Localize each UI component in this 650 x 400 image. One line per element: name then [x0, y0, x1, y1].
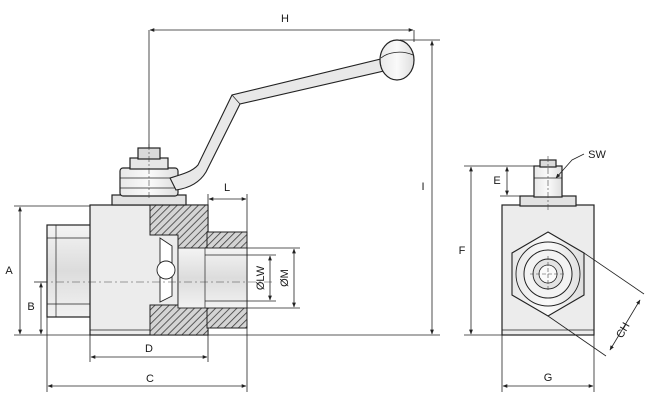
dimension-i-label: I [421, 181, 424, 193]
dimension-b: B [27, 281, 47, 335]
right-port [177, 231, 248, 329]
dimension-d-label: D [145, 343, 153, 355]
dimension-e-label: E [493, 175, 500, 187]
dimension-h-label: H [281, 13, 289, 25]
dimension-a-label: A [5, 265, 13, 277]
dimension-e: E [493, 165, 534, 197]
dimension-ch-label: CH [614, 321, 632, 341]
dimension-b-label: B [27, 301, 34, 313]
dimension-lw: ØLW [247, 254, 276, 302]
dimension-f-label: F [459, 245, 466, 257]
dimension-lw-label: ØLW [255, 265, 267, 290]
dimension-g: G [501, 335, 595, 392]
dimension-ch: CH [547, 252, 645, 357]
lever-handle [169, 39, 415, 191]
dimension-h: H [148, 13, 415, 148]
dimension-g-label: G [544, 372, 553, 384]
dimension-f: F [459, 165, 502, 336]
dimension-m: ØM [247, 247, 300, 309]
dimension-m-label: ØM [279, 269, 291, 287]
end-view-stem [519, 156, 577, 212]
dimension-a: A [5, 205, 90, 336]
dimension-d: D [89, 335, 209, 362]
dimension-c-label: C [146, 373, 154, 385]
dimension-c: C [46, 317, 248, 392]
dimension-sw: SW [555, 149, 606, 179]
stem-assembly [111, 144, 187, 206]
dimension-sw-label: SW [588, 149, 606, 161]
dimension-l-label: L [224, 182, 230, 194]
side-view: H I L A B [5, 13, 440, 392]
end-view: E F SW G CH [459, 149, 645, 392]
left-end-connector [46, 224, 92, 318]
end-view-hex-port [511, 231, 585, 317]
dimension-l: L [207, 182, 248, 232]
